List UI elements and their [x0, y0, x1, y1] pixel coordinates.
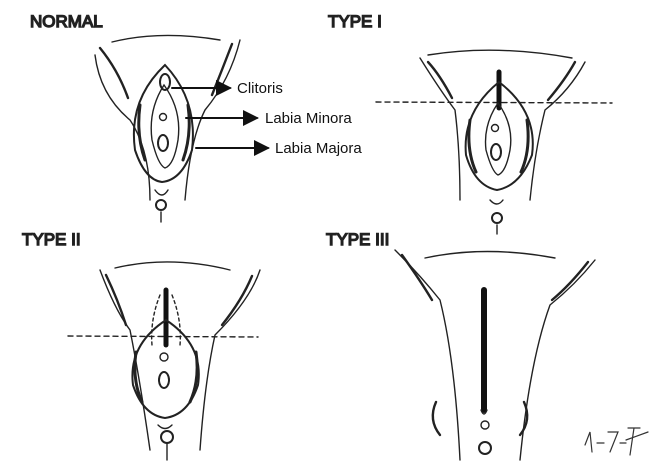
- left-fold-shading: [428, 62, 452, 98]
- left-thigh-outline: [100, 270, 150, 450]
- excision-line: [376, 102, 612, 103]
- labia-minora-outline: [486, 103, 511, 175]
- left-fold-shading: [402, 255, 432, 300]
- anus-shape: [492, 213, 502, 223]
- abdomen-line: [115, 262, 230, 270]
- left-thigh-outline: [95, 55, 150, 200]
- abdomen-line: [425, 252, 555, 259]
- vaginal-opening: [159, 372, 169, 388]
- panel-type2: TYPE II: [22, 230, 260, 460]
- panel-type1: TYPE I: [328, 12, 612, 234]
- label-clitoris: Clitoris: [237, 80, 283, 97]
- right-thigh-outline: [520, 260, 595, 460]
- panel-title-type2: TYPE II: [22, 230, 81, 249]
- right-fold-shading: [222, 276, 252, 325]
- abdomen-line: [112, 35, 220, 42]
- right-fold-shading: [552, 262, 588, 300]
- label-labia-minora: Labia Minora: [265, 110, 352, 127]
- vaginal-opening: [158, 135, 168, 151]
- left-lower-shading: [433, 402, 440, 435]
- vaginal-opening: [491, 144, 501, 160]
- removed-minora-right-outline: [172, 295, 180, 345]
- label-labia-majora: Labia Majora: [275, 140, 362, 157]
- urethral-opening: [492, 125, 499, 132]
- urethral-opening: [160, 353, 168, 361]
- abdomen-line: [428, 50, 572, 58]
- right-thigh-outline: [530, 62, 585, 200]
- anus-shape: [161, 431, 173, 443]
- left-fold-shading: [106, 275, 126, 325]
- panel-type3: TYPE III: [326, 230, 595, 460]
- right-thigh-outline: [185, 40, 240, 200]
- anus-shape: [479, 442, 491, 454]
- signature-scribble: [585, 428, 648, 455]
- right-lower-shading: [520, 402, 527, 435]
- urethral-opening: [160, 114, 167, 121]
- left-thigh-outline: [395, 250, 460, 460]
- labia-majora-right-hatching: [190, 352, 197, 402]
- excision-line: [68, 336, 258, 337]
- panel-normal: NORMAL: [30, 12, 268, 222]
- labia-minora-outline: [151, 85, 179, 168]
- right-thigh-outline: [200, 270, 260, 450]
- panel-title-normal: NORMAL: [30, 12, 103, 31]
- left-fold-shading: [100, 48, 128, 98]
- labia-majora-outline: [134, 65, 193, 182]
- perineum-line: [490, 200, 503, 204]
- small-opening: [481, 421, 489, 429]
- removed-minora-left-outline: [152, 295, 160, 345]
- labia-majora-right-hatching: [183, 105, 189, 160]
- panel-title-type3: TYPE III: [326, 230, 389, 249]
- perineum-line: [158, 425, 172, 429]
- perineum-line: [155, 190, 168, 195]
- anus-shape: [156, 200, 166, 210]
- panel-title-type1: TYPE I: [328, 12, 382, 31]
